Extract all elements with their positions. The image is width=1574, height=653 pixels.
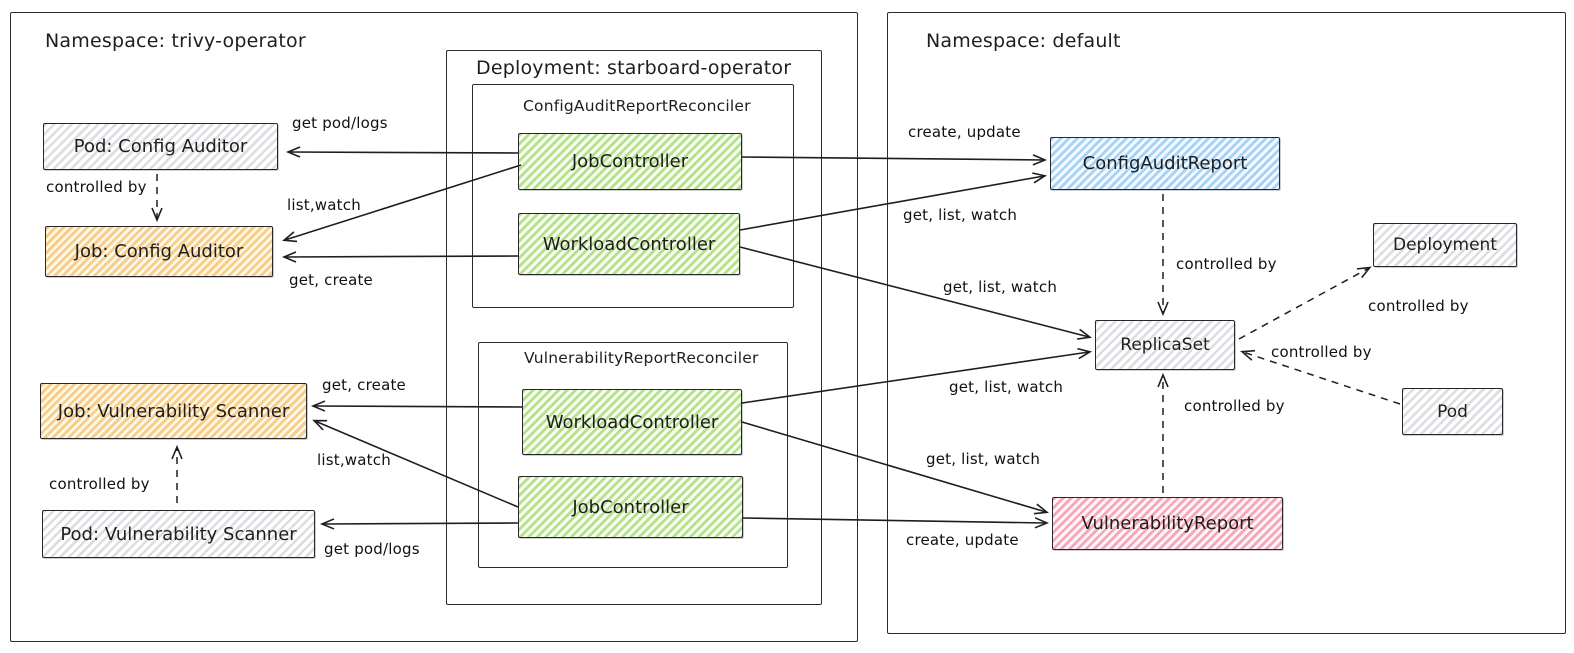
- edge-label-workload-controller-top-to-job-config-auditor: get, create: [289, 271, 373, 289]
- node-label-vulnerability-report: VulnerabilityReport: [1081, 513, 1254, 534]
- node-label-workload-controller-bottom: WorkloadController: [545, 411, 719, 433]
- node-vulnerability-report: VulnerabilityReport: [1052, 497, 1283, 550]
- node-job-controller-bottom: JobController: [518, 476, 743, 538]
- node-label-config-audit-report: ConfigAuditReport: [1082, 153, 1248, 174]
- node-job-controller-top: JobController: [518, 133, 742, 190]
- node-replicaset: ReplicaSet: [1095, 320, 1235, 370]
- node-job-vulnerability-scanner: Job: Vulnerability Scanner: [40, 383, 307, 439]
- frame-title-deployment-starboard-operator: Deployment: starboard-operator: [476, 57, 792, 79]
- edge-label-job-controller-top-to-job-config-auditor: list,watch: [287, 196, 361, 214]
- node-label-job-controller-bottom: JobController: [572, 496, 689, 518]
- node-label-job-vulnerability-scanner: Job: Vulnerability Scanner: [57, 400, 290, 422]
- frame-title-namespace-trivy-operator: Namespace: trivy-operator: [45, 30, 306, 52]
- node-label-pod: Pod: [1437, 401, 1468, 422]
- edge-label-workload-controller-bottom-to-replicaset: get, list, watch: [949, 378, 1064, 396]
- node-label-replicaset: ReplicaSet: [1120, 335, 1210, 355]
- node-workload-controller-top: WorkloadController: [518, 213, 740, 275]
- edge-label-replicaset-controlled-by-deployment: controlled by: [1368, 297, 1469, 315]
- edge-label-workload-controller-bottom-to-job-vulnerability-scanner: get, create: [322, 376, 406, 394]
- frame-title-namespace-default: Namespace: default: [926, 30, 1121, 52]
- edge-label-job-controller-bottom-to-vulnerability-report: create, update: [906, 531, 1019, 549]
- edge-label-job-controller-bottom-to-pod-vulnerability-scanner: get pod/logs: [324, 540, 420, 558]
- node-job-config-auditor: Job: Config Auditor: [45, 226, 273, 277]
- edge-label-pod-vulnerability-scanner-controlled-by-job: controlled by: [49, 475, 150, 493]
- edge-label-vulnerability-report-controlled-by-replicaset: controlled by: [1184, 397, 1285, 415]
- edge-label-job-controller-bottom-to-job-vulnerability-scanner: list,watch: [317, 451, 391, 469]
- node-label-pod-config-auditor: Pod: Config Auditor: [73, 136, 248, 157]
- edge-label-workload-controller-top-to-config-audit-report: get, list, watch: [903, 206, 1018, 224]
- node-label-pod-vulnerability-scanner: Pod: Vulnerability Scanner: [60, 523, 297, 545]
- frame-title-vulnerability-report-reconciler: VulnerabilityReportReconciler: [524, 349, 759, 367]
- node-pod: Pod: [1402, 388, 1503, 435]
- node-deployment: Deployment: [1373, 223, 1517, 267]
- node-label-job-controller-top: JobController: [571, 151, 689, 172]
- edge-label-config-audit-report-controlled-by-replicaset: controlled by: [1176, 255, 1277, 273]
- node-config-audit-report: ConfigAuditReport: [1050, 137, 1280, 190]
- node-pod-vulnerability-scanner: Pod: Vulnerability Scanner: [42, 510, 315, 558]
- node-label-workload-controller-top: WorkloadController: [542, 233, 716, 255]
- edge-label-workload-controller-bottom-to-vulnerability-report: get, list, watch: [926, 450, 1041, 468]
- node-workload-controller-bottom: WorkloadController: [522, 389, 742, 455]
- edge-label-pod-config-auditor-controlled-by-job: controlled by: [46, 178, 147, 196]
- frame-title-config-audit-report-reconciler: ConfigAuditReportReconciler: [523, 97, 751, 115]
- edge-label-pod-controlled-by-replicaset: controlled by: [1271, 343, 1372, 361]
- node-label-job-config-auditor: Job: Config Auditor: [74, 241, 244, 262]
- edge-label-workload-controller-top-to-replicaset: get, list, watch: [943, 278, 1058, 296]
- edge-label-job-controller-top-to-pod-config-auditor: get pod/logs: [292, 114, 388, 132]
- edge-label-job-controller-top-to-config-audit-report: create, update: [908, 123, 1021, 141]
- node-pod-config-auditor: Pod: Config Auditor: [43, 123, 278, 170]
- node-label-deployment: Deployment: [1393, 235, 1497, 255]
